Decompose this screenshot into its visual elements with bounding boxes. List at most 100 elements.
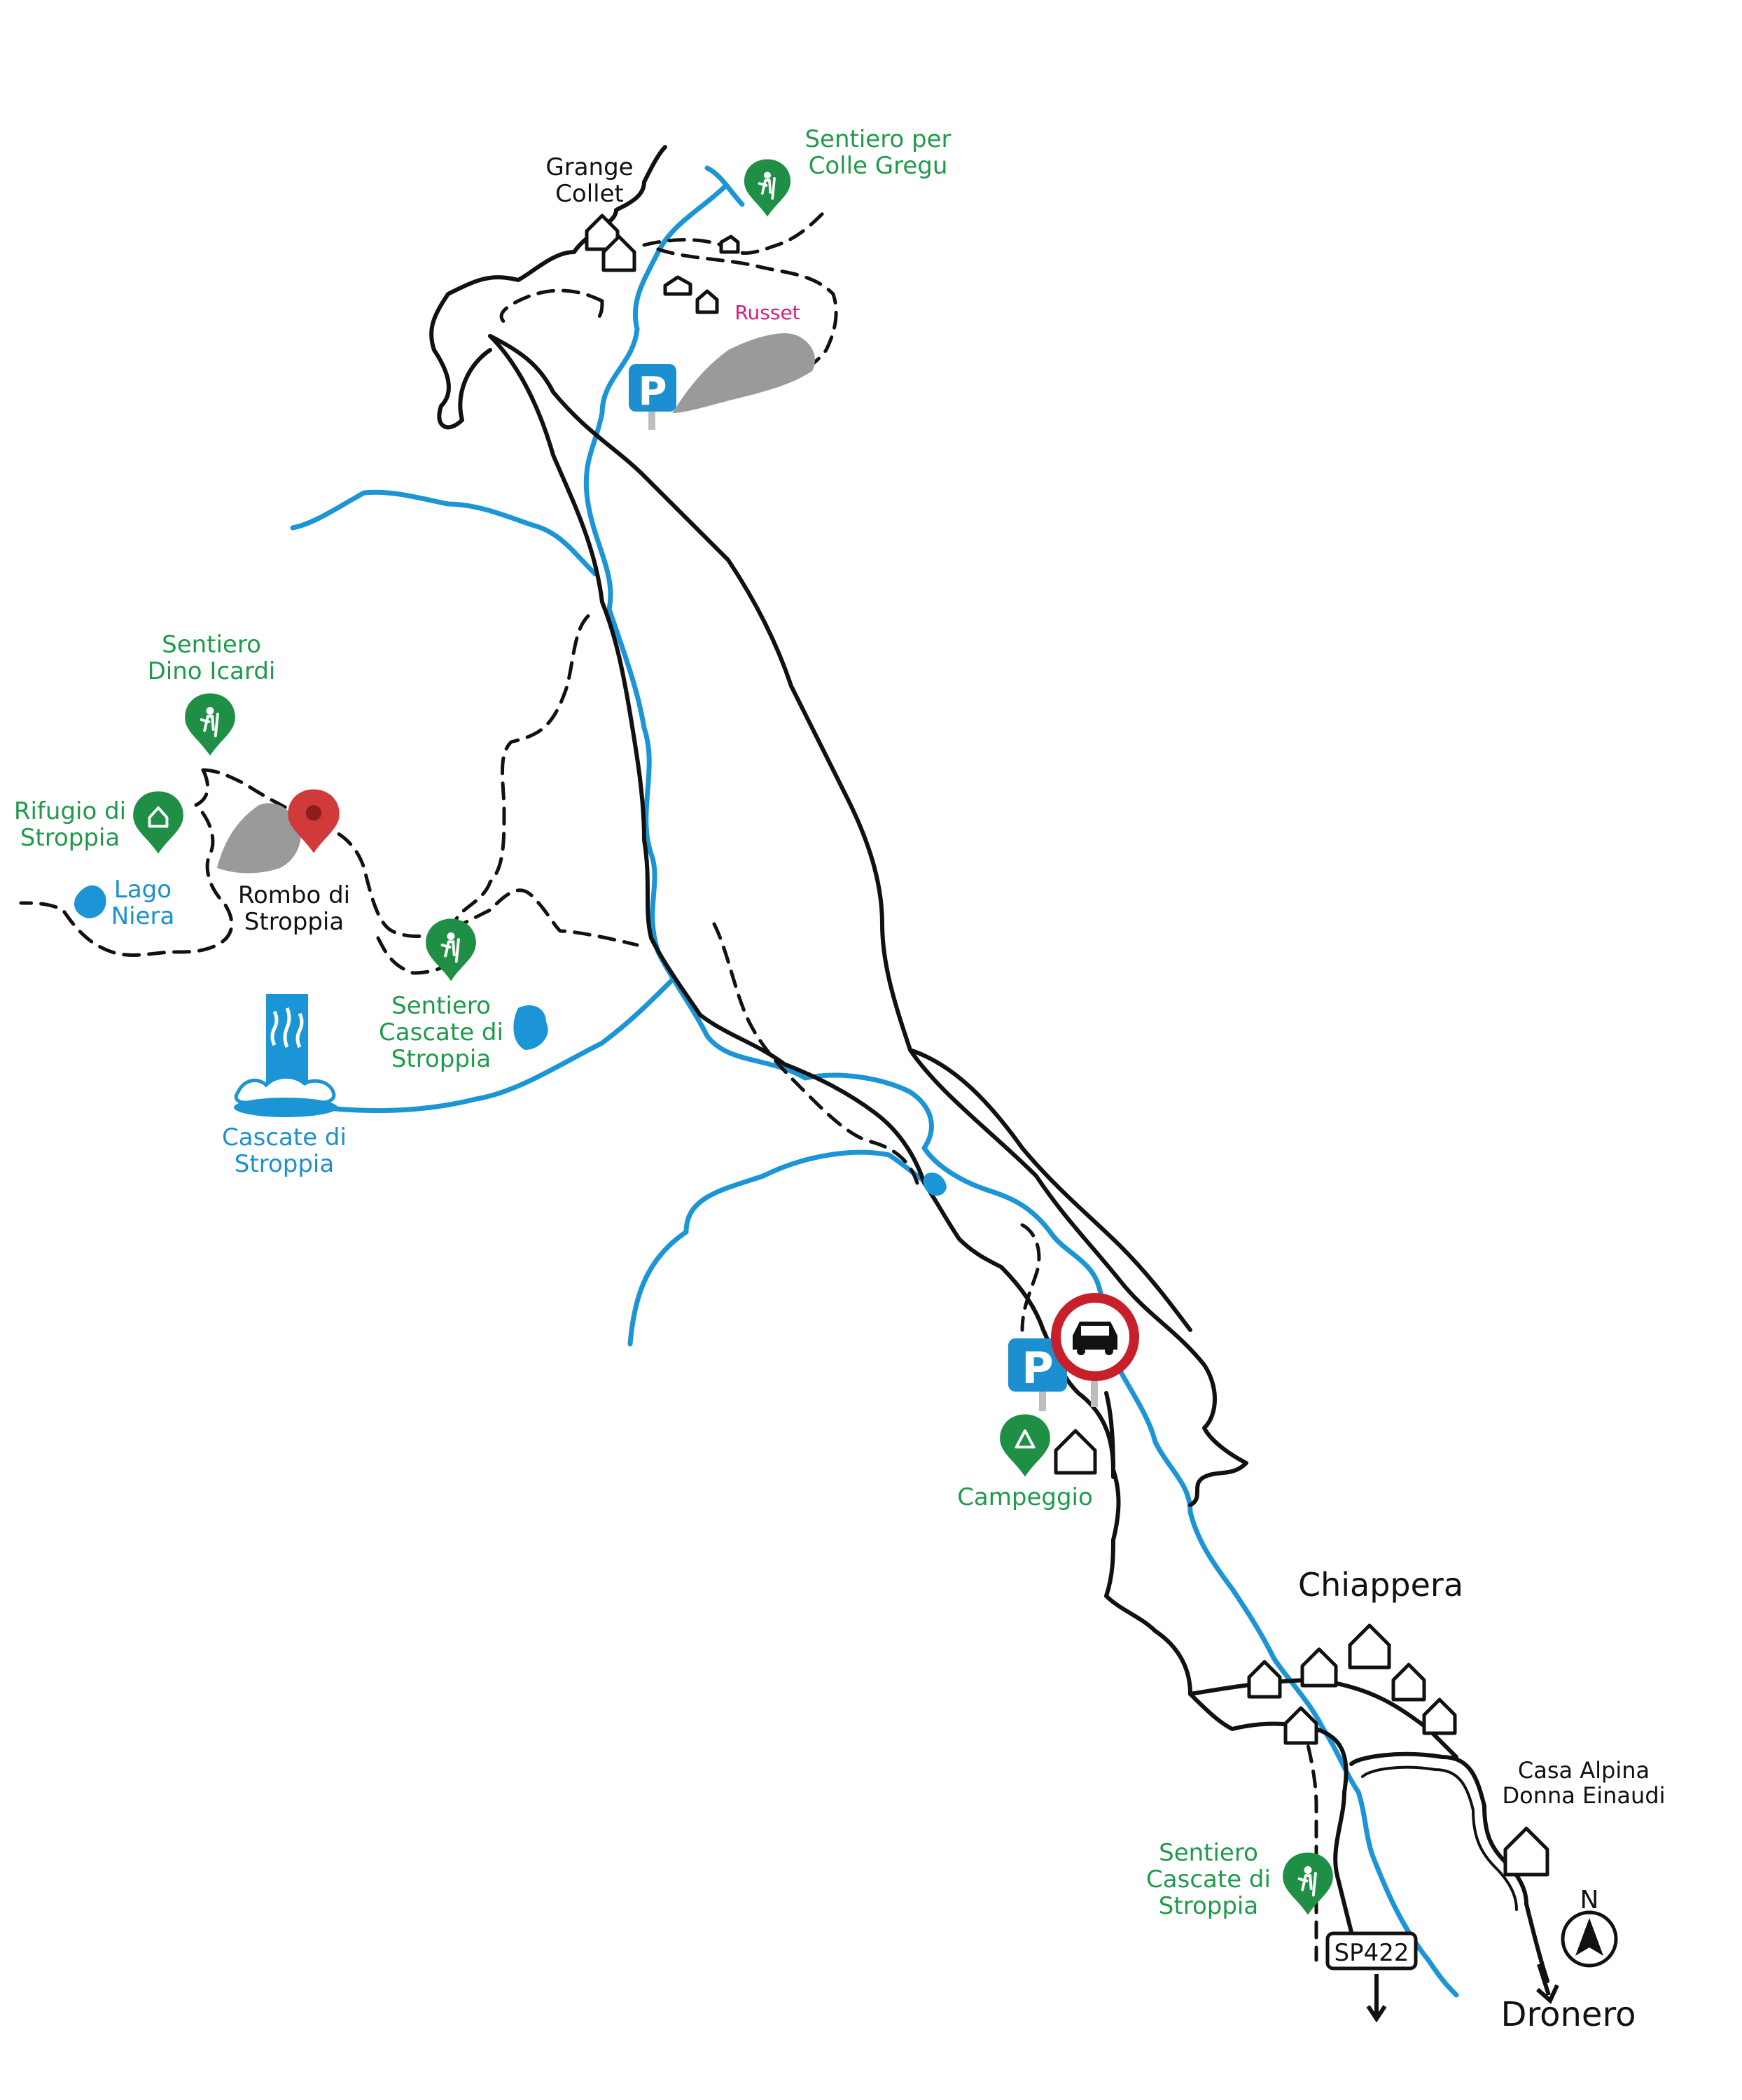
sp422-label: SP422 [1335,1939,1409,1967]
house-icon [1283,1706,1318,1745]
house-icon [1054,1429,1097,1475]
house-icon [719,234,740,254]
rifugio-label: Rifugio di Stroppia [14,797,126,852]
lago-niera-label: Lago Niera [111,876,175,930]
campeggio-label: Campeggio [957,1483,1093,1511]
parking-sign-icon: P [1008,1338,1067,1411]
arrow-down-icon [1366,1974,1387,2023]
chiappera-road [1188,1678,1458,1759]
label-line: Rombo di [238,881,350,909]
hiker-marker-icon [185,693,235,756]
trail-dino-icardi [201,768,639,947]
campeggio-spur [1104,1391,1115,1479]
house-icon [1503,1826,1549,1877]
waterfall-icon [234,994,337,1117]
no-cars-sign-icon [1051,1293,1139,1407]
label-line: Cascate di [222,1124,347,1152]
label-line: Sentiero [1159,1839,1258,1867]
house-icon [695,289,719,314]
casa-alpina-label: Casa Alpina Donna Einaudi [1502,1757,1665,1809]
rivers [290,165,1459,1998]
tributary-north [704,165,745,207]
markers [133,159,1333,1915]
sentiero-cascate-south-label: Sentiero Cascate di Stroppia [1146,1839,1271,1920]
dronero-label: Dronero [1500,1995,1636,2034]
lakes [74,885,947,1196]
trails [19,208,1318,1962]
label-line: Sentiero [391,992,491,1020]
house-icon [663,275,692,296]
trail-rifugio [19,768,234,957]
tributary-cascate [305,977,675,1114]
hut-marker-icon [133,791,183,854]
label-line: Cascate di [1146,1865,1271,1893]
label-line: Rifugio di [14,797,126,825]
small-pond [923,1172,947,1196]
north-arrow-icon: N [1561,1886,1618,1968]
parking-sign-icon: P [629,364,676,430]
label-line: Stroppia [235,1150,334,1178]
houses [585,214,1549,1877]
label-line: Lago [114,876,172,904]
parking-letter: P [1022,1343,1053,1394]
sp422-road [1188,1692,1360,1962]
label-line: Collet [555,180,624,208]
label-line: Casa Alpina [1518,1757,1650,1784]
label-line: Stroppia [1159,1892,1258,1920]
colle-gregu-label: Sentiero per Colle Gregu [804,125,951,180]
house-icon [1391,1662,1426,1702]
arrow-down-icon [1536,1963,1559,2004]
label-line: Donna Einaudi [1502,1782,1665,1809]
east-valley-edge [908,1048,1192,1332]
label-line: Sentiero per [804,125,951,153]
house-icon [1300,1647,1338,1688]
grange-collet-label: Grange Collet [545,153,633,208]
rock-outcrops [217,333,815,874]
label-line: Stroppia [20,824,120,852]
tributary-west [290,489,598,577]
house-icon [1422,1698,1457,1735]
north-label: N [1580,1886,1599,1914]
label-line: Stroppia [244,908,344,936]
trail-russet-loop [656,247,838,394]
trail-upper-west [453,614,590,926]
trail-colle-gregu [642,208,828,255]
trail-chiappera-south [1300,1720,1318,1962]
label-line: Colle Gregu [809,152,948,180]
trail-campeggio [1020,1223,1041,1332]
sp422-road-double-inner [1361,1765,1518,1911]
label-line: Niera [111,902,175,930]
tributary-south [627,1149,941,1347]
sentiero-cascate-west-label: Sentiero Cascate di Stroppia [379,992,503,1073]
house-icon [1247,1660,1282,1699]
house-icon [1348,1623,1391,1670]
dino-icardi-label: Sentiero Dino Icardi [148,631,276,685]
label-line: Grange [545,153,633,181]
tent-marker-icon [1000,1414,1050,1477]
upper-valley-road [488,334,1248,1507]
chiappera-label: Chiappera [1298,1566,1463,1604]
hiker-marker-icon [426,918,476,981]
rombo-label: Rombo di Stroppia [238,881,350,936]
hiker-marker-icon [1283,1852,1333,1915]
russet-label: Russet [734,301,800,324]
trail-grange-west [499,288,604,324]
label-line: Dino Icardi [148,657,276,685]
label-line: Stroppia [391,1045,491,1073]
main-river [583,183,1459,1998]
main-road [488,334,1192,1696]
trail-mid-valley [712,922,919,1185]
hiker-marker-icon [744,159,791,217]
cascate-label: Cascate di Stroppia [222,1124,347,1178]
label-line: Cascate di [379,1018,503,1046]
small-lake [513,1005,548,1050]
sp422-road-double [1349,1751,1549,1983]
lago-niera-lake [74,885,106,918]
label-line: Sentiero [162,631,261,659]
parking-letter: P [638,369,667,414]
house-icon [601,234,636,272]
sp422-shield: SP422 [1325,1931,1418,1970]
location-pin-icon [288,789,340,853]
rock-outcrop-icon [672,333,815,413]
